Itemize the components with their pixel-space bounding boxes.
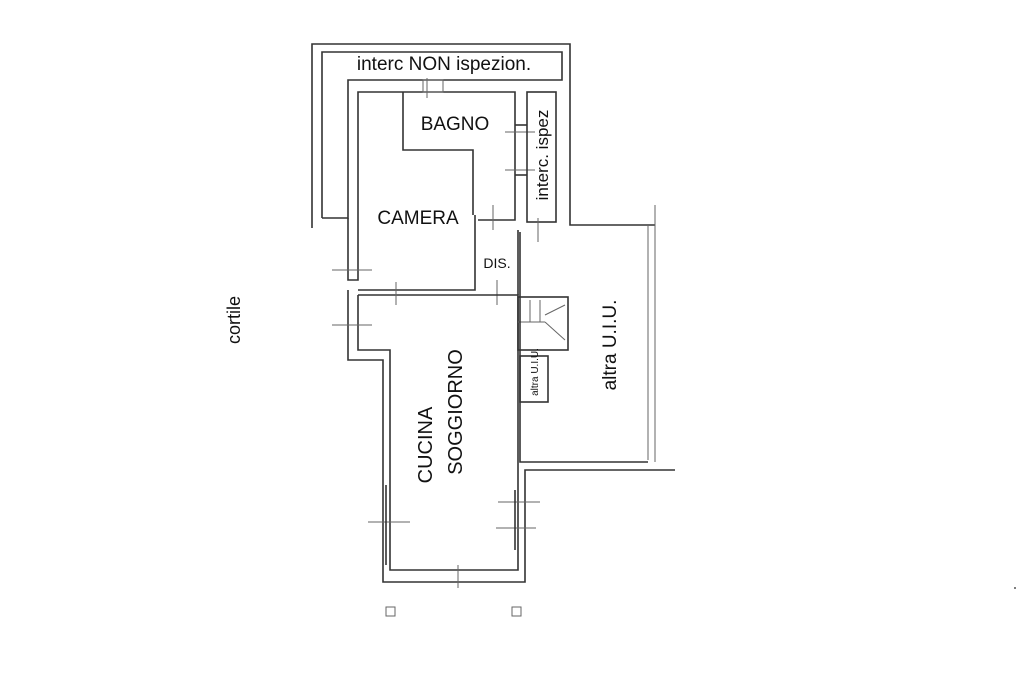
label-corridor-top: interc NON ispezion. — [357, 54, 531, 75]
corridor-side-walls — [526, 91, 557, 223]
label-kitchen: CUCINA — [415, 406, 437, 483]
label-other-unit-small: altra U.I.U. — [530, 348, 541, 396]
bathroom-walls — [403, 91, 535, 221]
label-bedroom: CAMERA — [377, 208, 459, 229]
label-living: SOGGIORNO — [445, 349, 467, 475]
staircase — [517, 296, 569, 403]
other-unit-walls — [519, 232, 648, 463]
marker-square — [511, 606, 522, 617]
label-courtyard: cortile — [224, 296, 244, 344]
label-hall: DIS. — [483, 255, 510, 271]
bedroom-walls — [347, 91, 476, 291]
label-other-unit-large: altra U.I.U. — [600, 300, 621, 391]
living-walls — [332, 269, 675, 588]
hall-walls — [422, 78, 539, 305]
corridor-walls — [311, 43, 656, 462]
label-corridor-side: interc. ispez — [533, 110, 552, 201]
marker-square — [385, 606, 396, 617]
label-bathroom: BAGNO — [421, 114, 490, 135]
